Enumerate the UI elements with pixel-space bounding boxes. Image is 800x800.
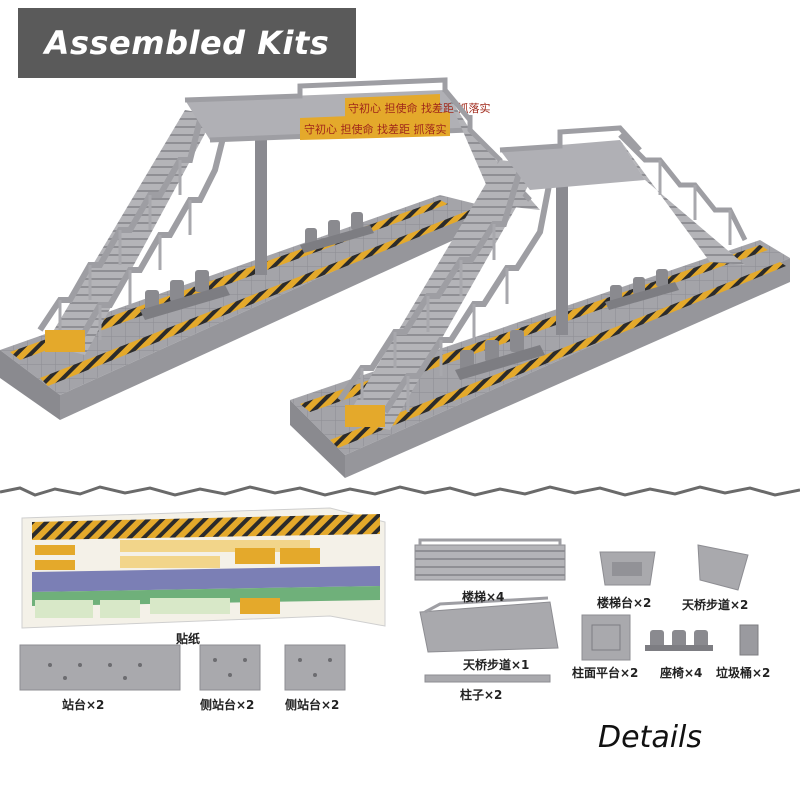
page-title: Assembled Kits	[44, 24, 330, 62]
bench-left-back	[300, 212, 374, 253]
label-platform: 站台×2	[62, 698, 105, 712]
sticker-sheet	[21, 507, 386, 629]
details-caption: Details	[598, 720, 703, 755]
bench-right-back	[605, 269, 679, 310]
stair-landing-part	[599, 551, 656, 586]
side-platform-part-a	[199, 644, 261, 691]
label-trash-bin: 垃圾桶×2	[716, 666, 771, 680]
label-pillar: 柱子×2	[460, 688, 503, 702]
bench-left-front	[140, 270, 230, 320]
stairs-part	[414, 538, 566, 581]
bench-part	[645, 630, 713, 651]
platform-part	[19, 644, 181, 691]
pillar-left	[255, 135, 267, 275]
banner-bottom-text: 守初心 担使命 找差距 抓落实	[304, 122, 447, 136]
left-stairs	[37, 110, 228, 355]
right-bridge-walkway	[499, 125, 748, 265]
left-platform	[0, 195, 480, 420]
side-platform-part-b	[284, 644, 346, 691]
bridge-walkway-small-part	[697, 544, 749, 591]
pillar-part	[424, 674, 551, 683]
label-side-platform-a: 侧站台×2	[200, 698, 255, 712]
trash-bin-part	[739, 624, 759, 656]
label-stairs: 楼梯×4	[462, 590, 505, 604]
right-stairs	[337, 160, 553, 430]
bridge-walkway-large-part	[419, 596, 559, 653]
bench-right-front	[455, 330, 545, 380]
pillar-right	[556, 160, 568, 335]
column-top-part	[581, 614, 631, 661]
label-bench: 座椅×4	[660, 666, 703, 680]
label-column-top: 柱面平台×2	[572, 666, 639, 680]
banner-top-text: 守初心 担使命 找差距 抓落实	[348, 101, 491, 115]
torn-edge-divider	[0, 485, 800, 497]
label-side-platform-b: 侧站台×2	[285, 698, 340, 712]
label-stair-landing: 楼梯台×2	[597, 596, 652, 610]
title-badge: Assembled Kits	[18, 8, 356, 78]
sticker-sheet-caption: 贴纸	[176, 632, 201, 646]
label-bridge-walkway-small: 天桥步道×2	[682, 598, 749, 612]
label-bridge-walkway-large: 天桥步道×1	[463, 658, 530, 672]
